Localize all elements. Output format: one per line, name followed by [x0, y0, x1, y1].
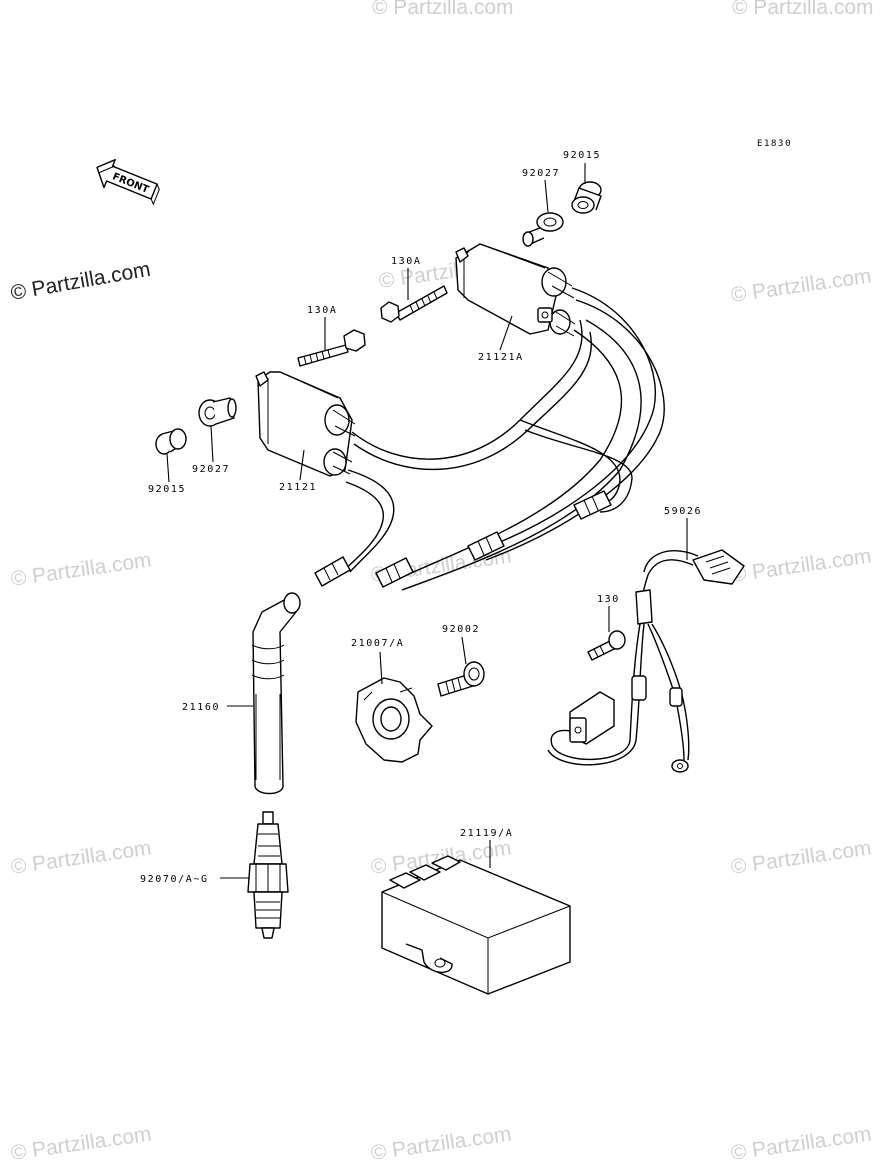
ignition-coil-21121 [255, 371, 356, 477]
pickup-plate-21007a [355, 677, 433, 763]
label-21007a: 21007/A [351, 638, 404, 649]
label-130a-left: 130A [307, 305, 337, 316]
front-arrow-icon: FRONT [96, 158, 160, 206]
label-21121a: 21121A [478, 352, 524, 363]
high-tension-leads [314, 287, 665, 591]
plug-cap-21160 [251, 592, 301, 795]
collar-92027-top [522, 212, 564, 247]
bolt-92002 [437, 661, 485, 697]
watermark: © Partzilla.com [729, 1122, 872, 1164]
label-92070: 92070/A~G [140, 874, 209, 885]
label-130: 130 [597, 594, 620, 605]
watermark: © Partzilla.com [729, 836, 872, 878]
spark-plug-92070 [247, 811, 289, 939]
collar-92027-left [198, 397, 237, 427]
watermark: © Partzilla.com [732, 0, 874, 19]
igniter-21119a [381, 855, 571, 995]
diagram-ref-code: E1830 [757, 139, 792, 149]
label-92015-left: 92015 [148, 484, 186, 495]
leader-lines [166, 163, 688, 879]
label-92015-top: 92015 [563, 150, 601, 161]
label-92027-top: 92027 [522, 168, 560, 179]
watermark: © Partzilla.com [9, 1122, 152, 1164]
watermark: © Partzilla.com [369, 1122, 512, 1164]
watermark-layer: © Partzilla.com © Partzilla.com © Partzi… [9, 0, 873, 1165]
collar-92015-top [571, 181, 602, 214]
label-21121: 21121 [279, 482, 317, 493]
copyright-notice: © Partzilla.com [9, 258, 152, 305]
label-21160: 21160 [182, 702, 220, 713]
bolt-130-lower [587, 630, 626, 661]
label-92027-left: 92027 [192, 464, 230, 475]
watermark: © Partzilla.com [372, 0, 514, 19]
bolt-130a-top [380, 285, 448, 323]
label-92002: 92002 [442, 624, 480, 635]
watermark: © Partzilla.com [729, 264, 872, 306]
part-labels: 92015 92027 130A 130A 21121A 92027 92015… [140, 150, 702, 885]
watermark: © Partzilla.com [9, 836, 152, 878]
bolt-130a-left [297, 329, 366, 367]
watermark: © Partzilla.com [729, 544, 872, 586]
watermark: © Partzilla.com [9, 548, 152, 590]
ignition-coil-21121a [455, 243, 576, 337]
label-59026: 59026 [664, 506, 702, 517]
label-21119a: 21119/A [460, 828, 513, 839]
label-130a-top: 130A [391, 256, 421, 267]
collar-92015-left [155, 428, 187, 455]
pickup-coil-harness-59026 [547, 549, 745, 773]
